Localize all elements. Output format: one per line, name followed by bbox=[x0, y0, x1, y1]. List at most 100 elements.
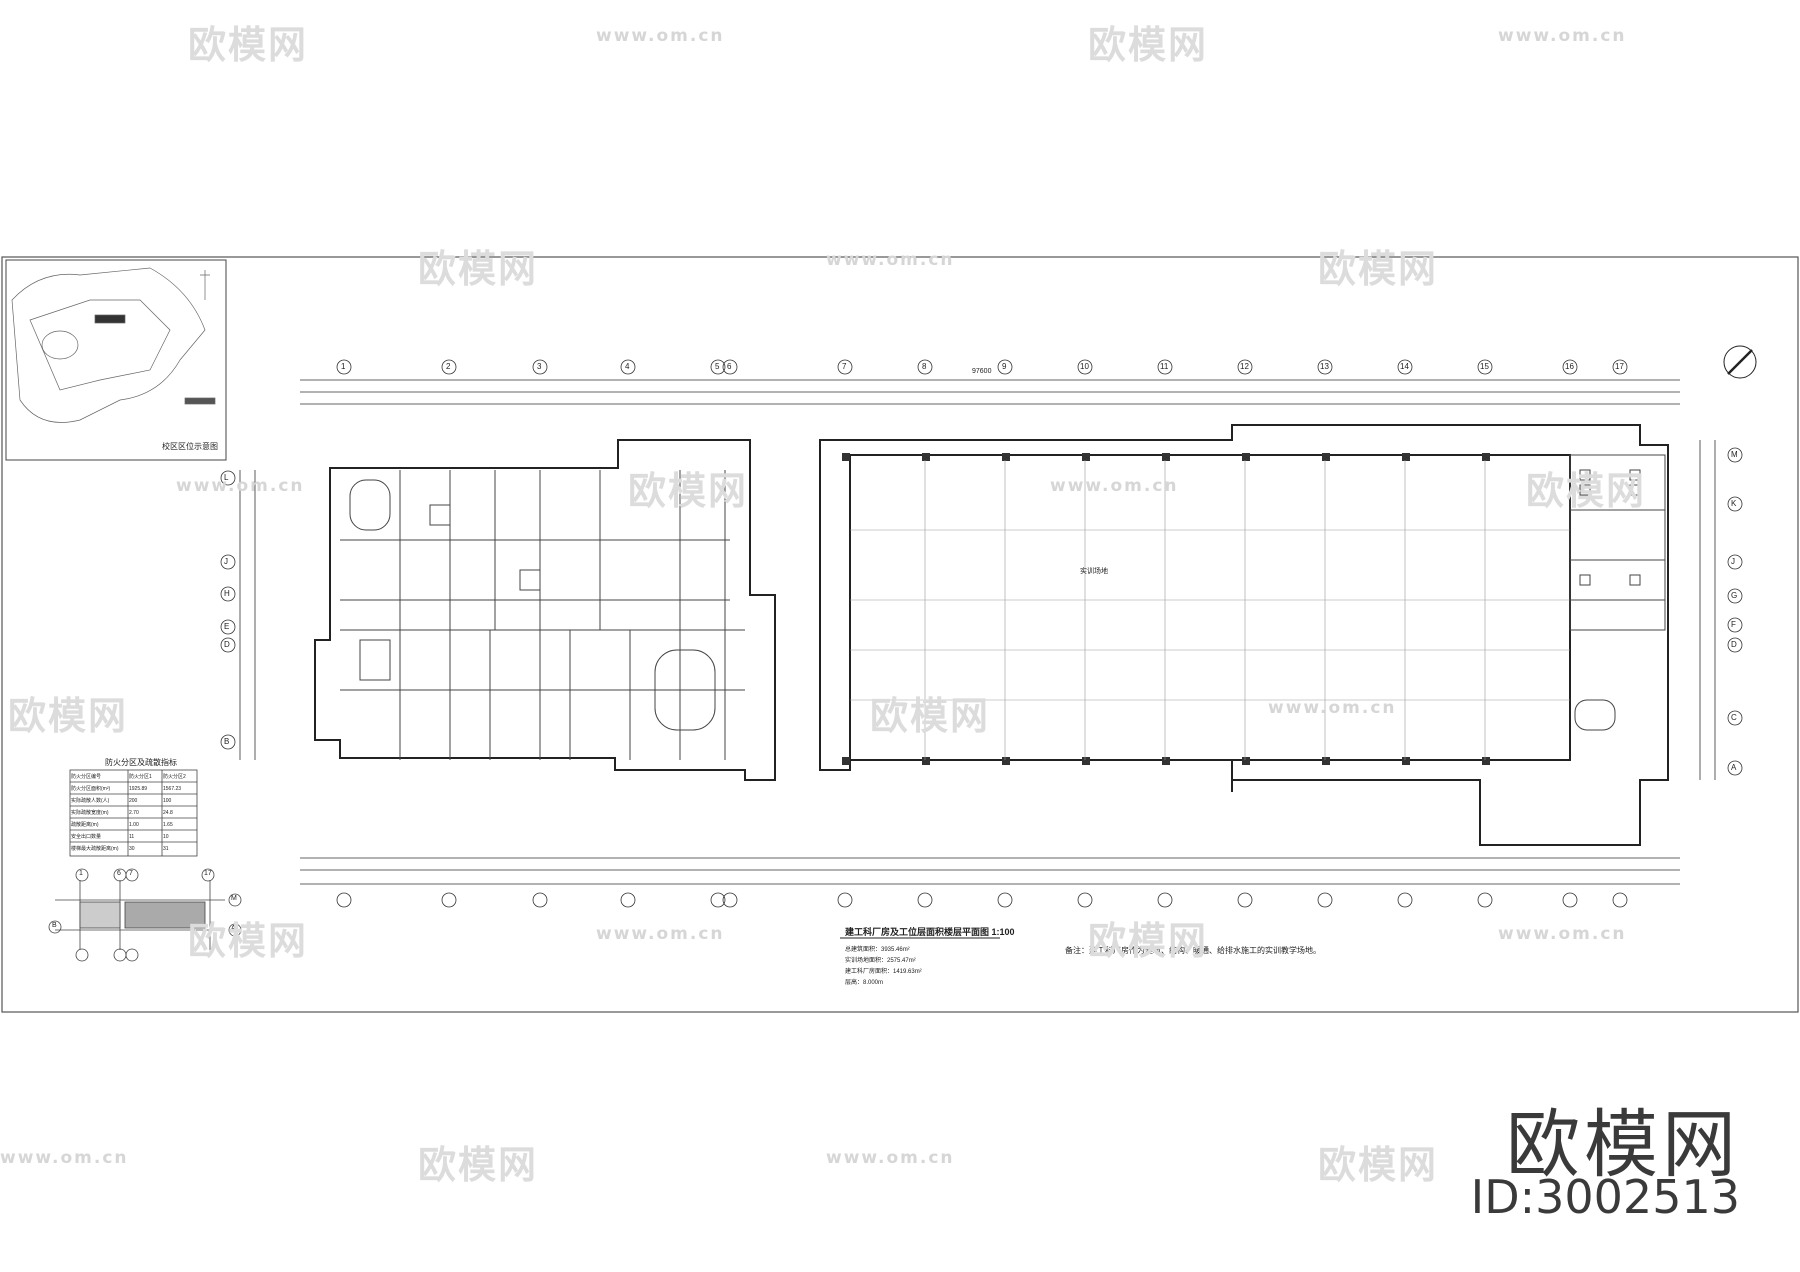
drawing-title: 建工科厂房及工位层面积楼层平面图 1:100 bbox=[845, 927, 1015, 937]
table-cell: 楼梯最大疏散距离(m) bbox=[71, 846, 119, 852]
watermark-url: www.om.cn bbox=[596, 26, 725, 46]
axis-label: B bbox=[224, 737, 230, 746]
axis-label: A bbox=[231, 925, 236, 932]
overall-dimension: 97600 bbox=[972, 368, 992, 375]
fire-table: 防火分区编号 防火分区1 防火分区2 防火分区面积(m²) 1925.89 1567.2… bbox=[71, 771, 186, 855]
axis-label: 12 bbox=[1240, 362, 1249, 371]
table-cell: 11 bbox=[129, 834, 135, 840]
axis-label: 9 bbox=[1002, 362, 1007, 371]
watermark-logo: 欧模网 bbox=[1088, 919, 1209, 963]
table-row: 楼梯最大疏散距离(m) 30 31 bbox=[71, 843, 186, 855]
axis-label: J bbox=[224, 557, 228, 566]
stat-line: 建工科厂房面积：1419.63m² bbox=[845, 969, 922, 975]
table-cell: 1925.89 bbox=[129, 786, 148, 792]
watermark-logo: 欧模网 bbox=[1318, 247, 1439, 291]
watermark-logo: 欧模网 bbox=[188, 919, 309, 963]
main-hall-label: 实训场地 bbox=[1080, 568, 1108, 575]
axis-label: 8 bbox=[922, 362, 927, 371]
axis-label: 17 bbox=[204, 870, 212, 877]
watermark-url: www.om.cn bbox=[1498, 26, 1627, 46]
table-row: 疏散距离(m) 1.00 1.65 bbox=[71, 819, 186, 831]
stat-line: 实训场地面积：2575.47m² bbox=[845, 958, 916, 964]
brand-id: ID:3002513 bbox=[1470, 1170, 1740, 1224]
axis-label: M bbox=[231, 895, 237, 902]
watermark-url: www.om.cn bbox=[826, 250, 955, 270]
watermark-logo: 欧模网 bbox=[418, 247, 539, 291]
watermark-logo: 欧模网 bbox=[870, 694, 991, 738]
watermark-logo: 欧模网 bbox=[1318, 1143, 1439, 1187]
fire-table-title: 防火分区及疏散指标 bbox=[105, 758, 177, 767]
axis-label: K bbox=[1731, 499, 1737, 508]
axis-label: C bbox=[1731, 713, 1737, 722]
axis-label: A bbox=[1731, 763, 1737, 772]
axis-label: 1 bbox=[341, 362, 346, 371]
axis-label: 6 bbox=[117, 870, 121, 877]
axis-label: 4 bbox=[625, 362, 630, 371]
watermark-url: www.om.cn bbox=[1268, 698, 1397, 718]
stat-line: 总建筑面积：3935.46m² bbox=[845, 947, 910, 953]
table-cell: 24.8 bbox=[163, 810, 173, 816]
axis-label: 3 bbox=[537, 362, 542, 371]
axis-label: F bbox=[1731, 620, 1736, 629]
table-cell: 31 bbox=[163, 846, 169, 852]
axis-label: D bbox=[1731, 640, 1737, 649]
drawing-note: 备注：建工科厂房作为建筑、结构、暖通、给排水施工的实训教学场地。 bbox=[1065, 946, 1321, 955]
axis-label: 13 bbox=[1320, 362, 1329, 371]
table-row: 实际疏散人数(人) 200 100 bbox=[71, 795, 186, 807]
axis-label: 11 bbox=[1160, 362, 1169, 371]
axis-label: 7 bbox=[129, 870, 133, 877]
watermark-logo: 欧模网 bbox=[628, 469, 749, 513]
table-cell: 30 bbox=[129, 846, 135, 852]
watermark-logo: 欧模网 bbox=[8, 694, 129, 738]
watermark-logo: 欧模网 bbox=[1088, 23, 1209, 67]
watermark-url: www.om.cn bbox=[826, 1148, 955, 1168]
table-cell: 防火分区编号 bbox=[71, 774, 102, 780]
watermark-url: www.om.cn bbox=[176, 476, 305, 496]
axis-label: 5 bbox=[715, 362, 720, 371]
watermark-logo: 欧模网 bbox=[418, 1143, 539, 1187]
table-row: 防火分区面积(m²) 1925.89 1567.23 bbox=[71, 783, 186, 795]
axis-label: 1 bbox=[79, 870, 83, 877]
table-row: 安全出口数量 11 10 bbox=[71, 831, 186, 843]
table-cell: 防火分区2 bbox=[163, 774, 186, 780]
table-cell: 安全出口数量 bbox=[71, 834, 102, 840]
watermark-url: www.om.cn bbox=[1050, 476, 1179, 496]
watermark-url: www.om.cn bbox=[1498, 924, 1627, 944]
axis-label: 6 bbox=[727, 362, 732, 371]
axis-label: 10 bbox=[1080, 362, 1089, 371]
axis-label: E bbox=[224, 622, 230, 631]
axis-label: D bbox=[224, 640, 230, 649]
axis-label: L bbox=[224, 473, 229, 482]
table-cell: 1567.23 bbox=[163, 786, 182, 792]
axis-label: 7 bbox=[842, 362, 847, 371]
table-cell: 防火分区1 bbox=[129, 774, 152, 780]
table-cell: 100 bbox=[163, 798, 172, 804]
table-cell: 10 bbox=[163, 834, 169, 840]
table-cell: 200 bbox=[129, 798, 138, 804]
table-cell: 实际疏散人数(人) bbox=[71, 798, 110, 804]
table-cell: 1.65 bbox=[163, 822, 173, 828]
axis-label: G bbox=[1731, 591, 1738, 600]
watermark-url: www.om.cn bbox=[596, 924, 725, 944]
table-cell: 疏散距离(m) bbox=[71, 822, 99, 828]
watermark-logo: 欧模网 bbox=[1526, 469, 1647, 513]
table-cell: 实际疏散宽度(m) bbox=[71, 810, 109, 816]
table-cell: 2.70 bbox=[129, 810, 139, 816]
axis-label: 16 bbox=[1565, 362, 1574, 371]
table-cell: 1.00 bbox=[129, 822, 139, 828]
watermark-logo: 欧模网 bbox=[188, 23, 309, 67]
site-map-caption: 校区区位示意图 bbox=[162, 442, 218, 451]
axis-label: H bbox=[224, 589, 230, 598]
axis-label: 15 bbox=[1480, 362, 1489, 371]
table-cell: 防火分区面积(m²) bbox=[71, 786, 111, 792]
table-row: 防火分区编号 防火分区1 防火分区2 bbox=[71, 771, 186, 783]
axis-label: M bbox=[1731, 450, 1738, 459]
axis-label: 2 bbox=[446, 362, 451, 371]
brand-logo-text: 欧模网 bbox=[1506, 1102, 1740, 1188]
axis-label: B bbox=[52, 922, 57, 929]
stats-block: 总建筑面积：3935.46m² 实训场地面积：2575.47m² 建工科厂房面积… bbox=[845, 945, 922, 989]
watermark-url: www.om.cn bbox=[0, 1148, 129, 1168]
stat-line: 层高：8.000m bbox=[845, 980, 884, 986]
axis-label: J bbox=[1731, 557, 1735, 566]
